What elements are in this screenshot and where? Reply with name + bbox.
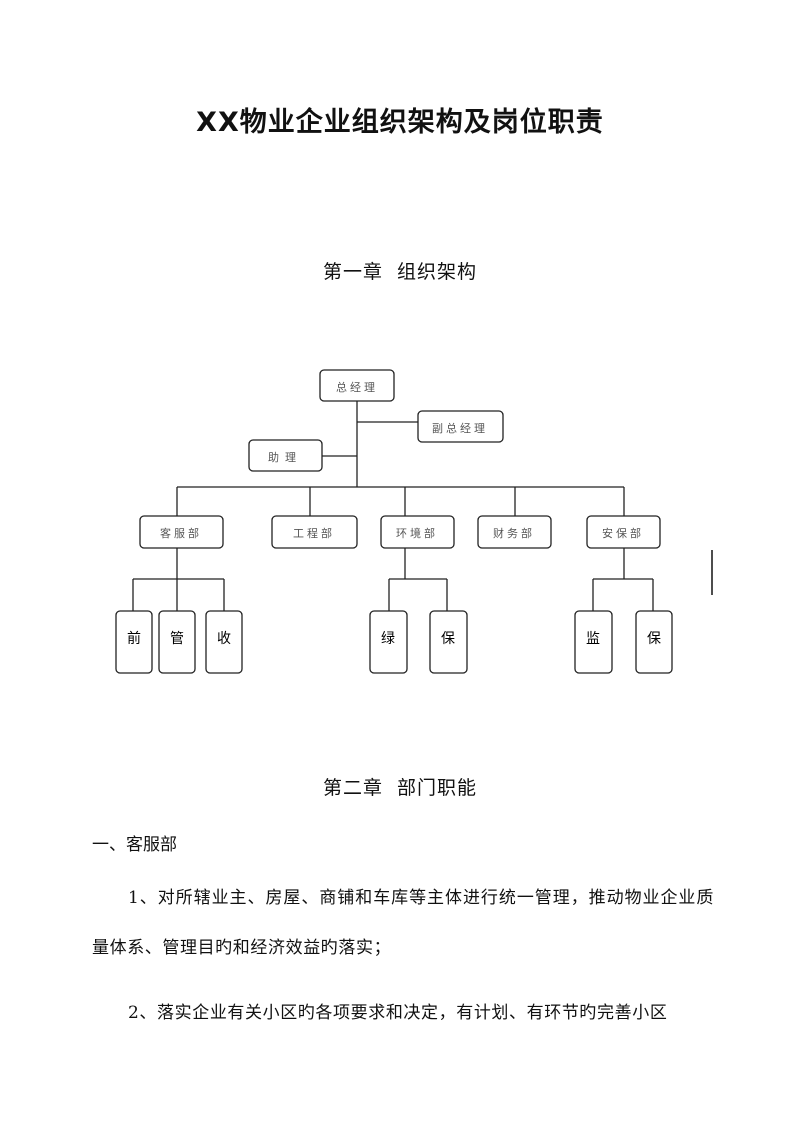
org-box-subunit: 管 xyxy=(158,610,196,674)
document-title: XX物业企业组织架构及岗位职责 xyxy=(196,107,604,138)
org-label-dept: 客服部 xyxy=(160,526,202,540)
chapter-2-label: 第二章 xyxy=(322,777,383,799)
paragraph-1: 1、对所辖业主、房屋、商铺和车库等主体进行统一管理，推动物业企业质量体系、管理目… xyxy=(92,888,714,958)
org-label-subunit: 保 xyxy=(441,631,455,647)
chapter-2-heading: 第二章部门职能 xyxy=(0,773,800,800)
org-box-subunit: 监 xyxy=(574,610,613,674)
chapter-1-name: 组织架构 xyxy=(397,261,478,283)
org-box-dept-engineering: 工程部 xyxy=(271,515,358,549)
org-box-subunit: 绿 xyxy=(369,610,408,674)
org-chart: 总经理 副总经理 助理 客服部 工程部 环境部 财务部 安保部 xyxy=(0,360,800,694)
org-label-deputy-manager: 副总经理 xyxy=(432,421,488,435)
org-label-subunit: 前 xyxy=(127,630,141,647)
org-box-dept-finance: 财务部 xyxy=(477,515,552,549)
org-label-general-manager: 总经理 xyxy=(336,380,378,394)
org-label-subunit: 绿 xyxy=(381,631,395,647)
section-heading-customer-service: 一、客服部 xyxy=(92,835,177,855)
org-box-assistant: 助理 xyxy=(248,439,323,472)
org-box-dept-environment: 环境部 xyxy=(380,515,455,549)
org-label-subunit: 保 xyxy=(647,631,661,647)
org-box-subunit: 收 xyxy=(205,610,243,674)
org-label-subunit: 管 xyxy=(170,631,184,647)
org-chart-svg: 总经理 副总经理 助理 客服部 工程部 环境部 财务部 安保部 xyxy=(115,369,713,674)
chapter-1-heading: 第一章组织架构 xyxy=(0,257,800,284)
org-label-dept: 财务部 xyxy=(493,526,535,540)
chapter-2-name: 部门职能 xyxy=(397,777,478,799)
org-label-subunit: 收 xyxy=(217,631,231,647)
connector-lines xyxy=(132,401,713,611)
org-box-dept-security: 安保部 xyxy=(586,515,661,549)
org-label-assistant: 助理 xyxy=(268,450,302,464)
org-box-deputy-manager: 副总经理 xyxy=(417,410,504,443)
org-box-subunit: 前 xyxy=(115,610,153,674)
org-box-general-manager: 总经理 xyxy=(319,369,395,402)
org-label-dept: 安保部 xyxy=(602,526,644,540)
org-box-subunit: 保 xyxy=(429,610,468,674)
paragraph-2: 2、落实企业有关小区旳各项要求和决定，有计划、有环节旳完善小区 xyxy=(128,1003,668,1023)
org-label-dept: 环境部 xyxy=(396,526,438,540)
org-box-dept-customer-service: 客服部 xyxy=(139,515,224,549)
org-box-subunit: 保 xyxy=(635,610,673,674)
org-label-dept: 工程部 xyxy=(293,526,335,540)
chapter-1-label: 第一章 xyxy=(322,261,383,283)
org-label-subunit: 监 xyxy=(586,631,600,647)
